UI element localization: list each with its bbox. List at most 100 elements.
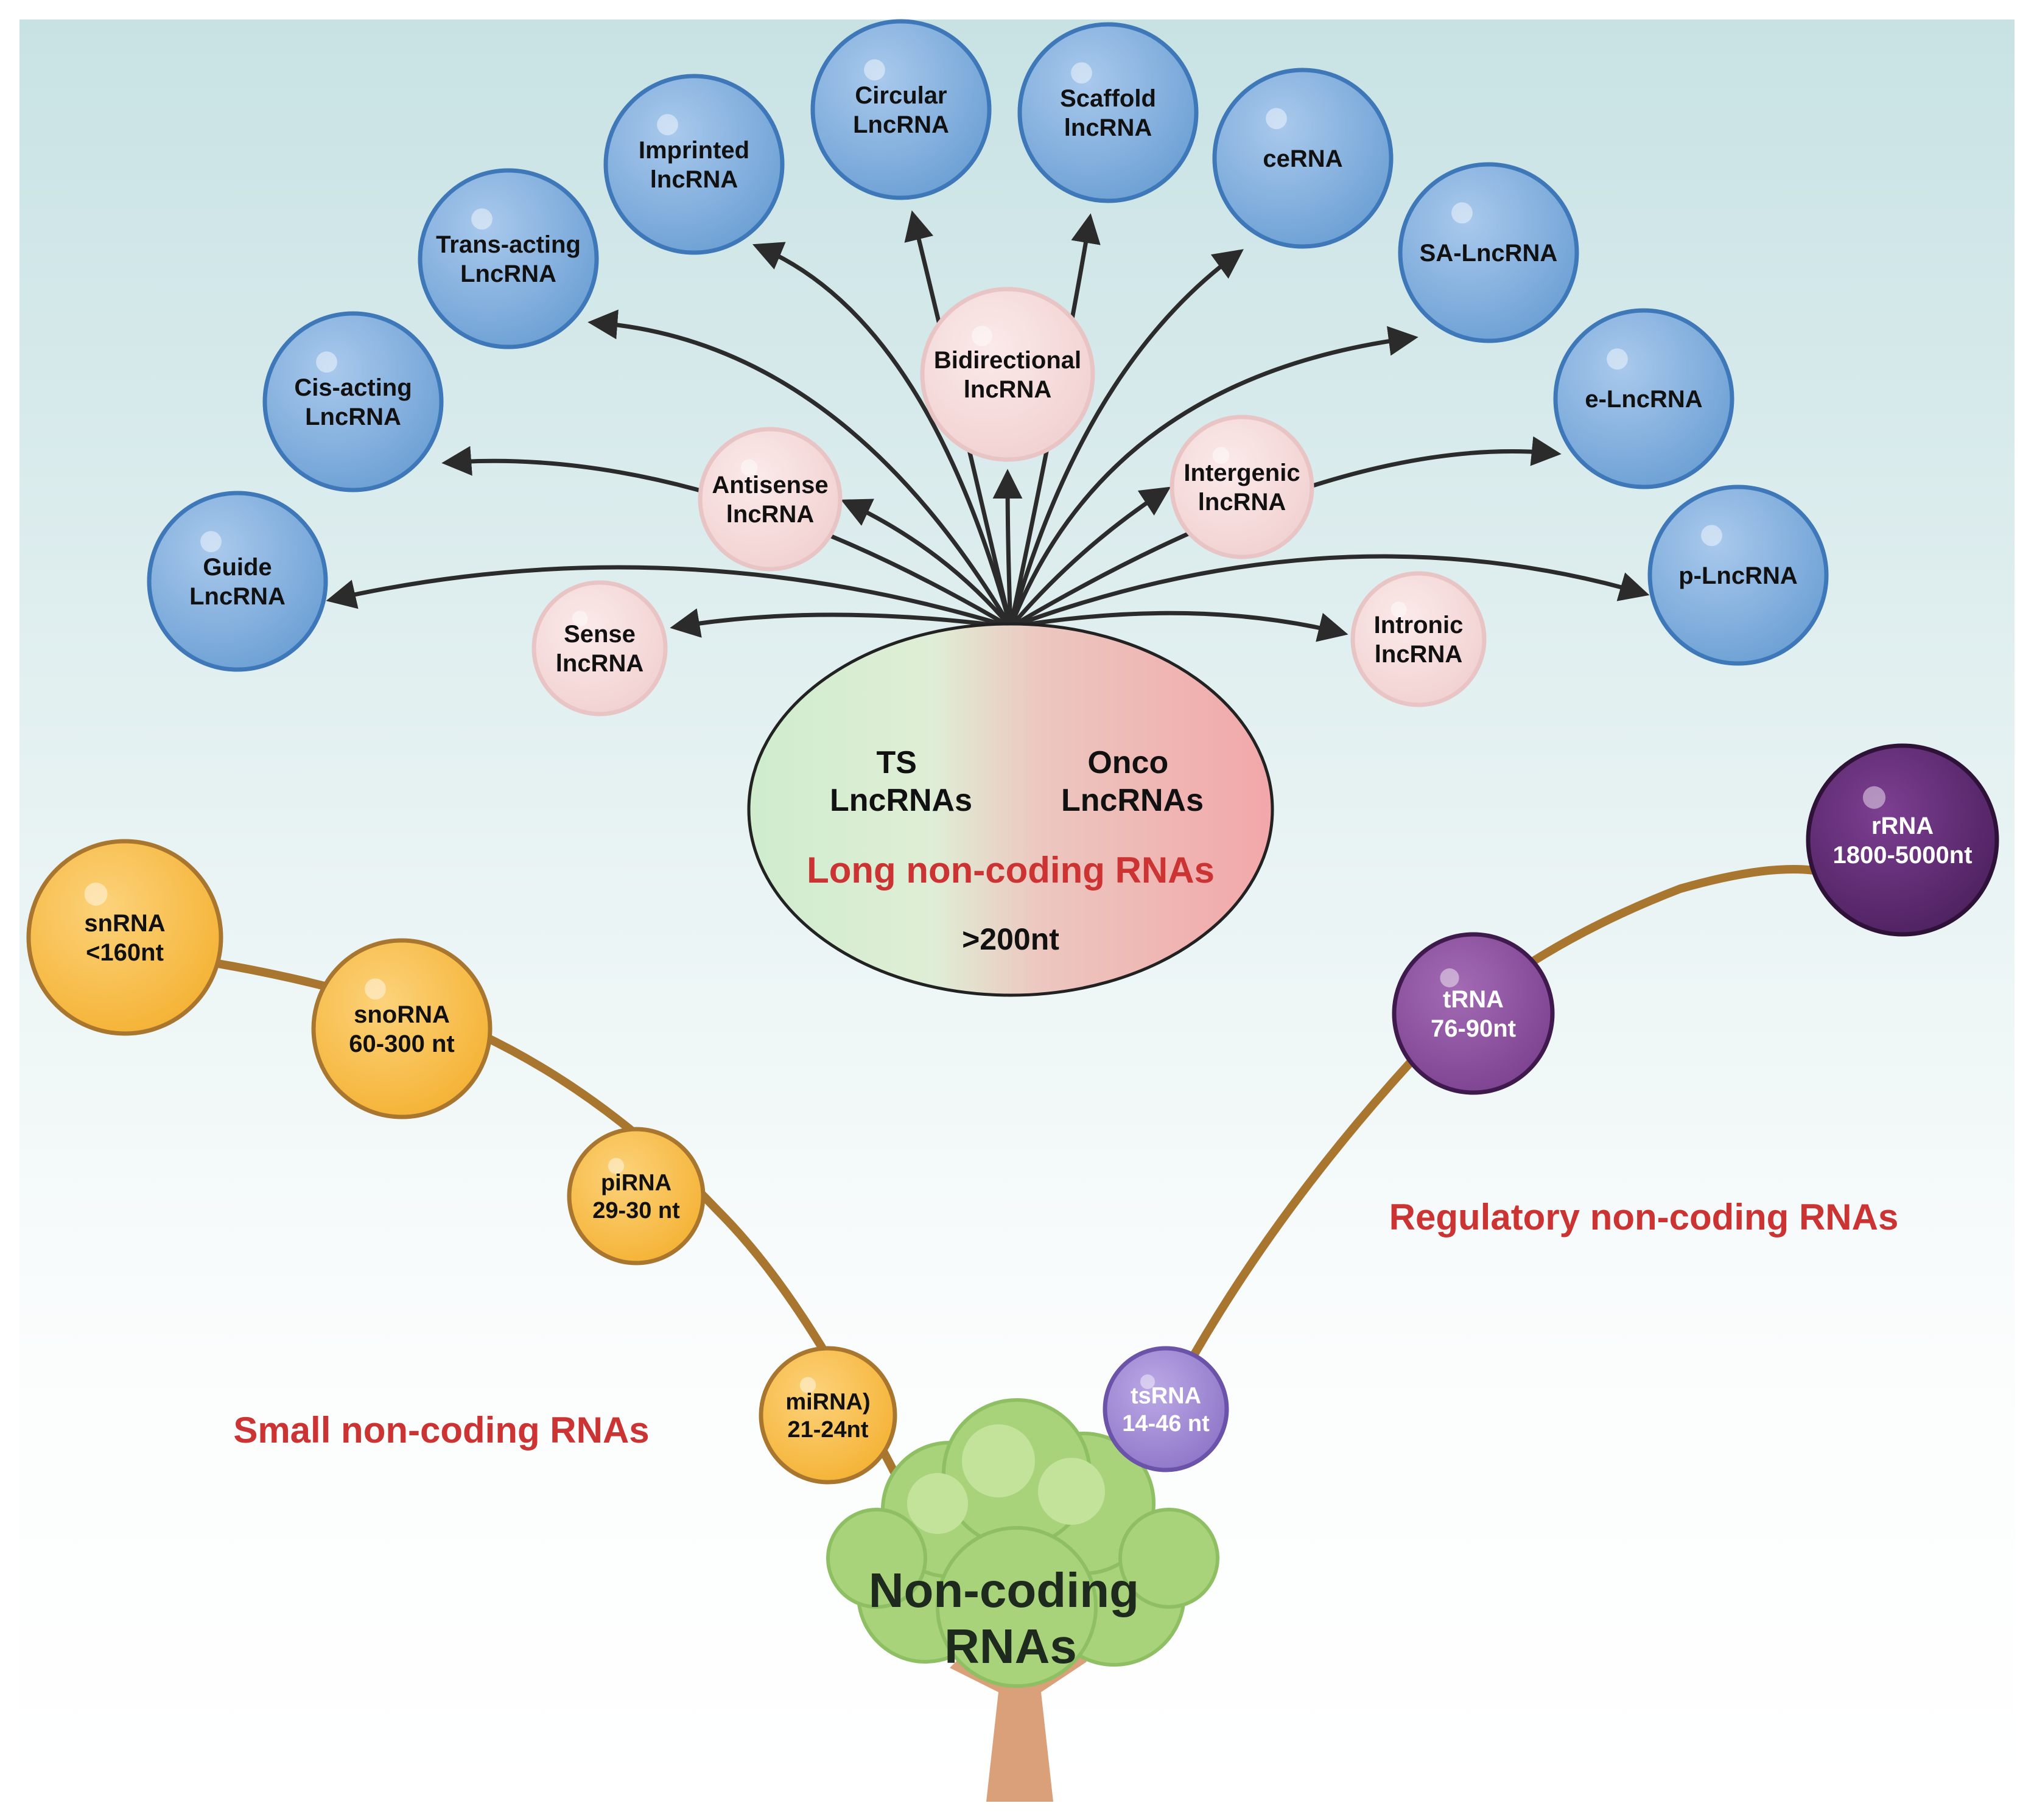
node-intergenic-label-line: Intergenic	[1184, 460, 1300, 486]
node-snrna-label: snRNA<160nt	[84, 910, 165, 966]
node-snrna-label-line: <160nt	[86, 939, 164, 966]
node-cerna-circle	[1212, 68, 1394, 249]
node-tsrna-gloss	[1140, 1374, 1155, 1389]
node-tsrna-circle	[1103, 1346, 1229, 1472]
node-sa-lncrna-circle	[1398, 162, 1579, 343]
node-p-lncrna-circle	[1647, 485, 1829, 666]
node-antisense-label-line: lncRNA	[726, 501, 814, 528]
node-guide-label-line: LncRNA	[189, 583, 286, 610]
node-trans-acting-label-line: LncRNA	[460, 261, 556, 287]
node-e-lncrna-label-line: e-LncRNA	[1585, 386, 1702, 413]
node-tsrna-label-line: tsRNA	[1131, 1384, 1201, 1409]
root-label: Non-coding RNAs	[869, 1563, 1153, 1673]
node-e-lncrna-gloss	[1607, 348, 1628, 370]
group-label-small: Small non-coding RNAs	[233, 1410, 649, 1451]
node-pirna-circle	[567, 1127, 706, 1265]
node-intergenic-label: Intergenic lncRNA	[1184, 460, 1300, 516]
node-antisense-circle	[698, 427, 843, 572]
node-p-lncrna-gloss	[1701, 525, 1722, 547]
node-trans-acting-label-line: Trans-acting	[436, 231, 581, 258]
node-guide-gloss	[200, 531, 222, 553]
node-snorna-gloss	[365, 978, 386, 1000]
node-mirna-label-line: 21-24nt	[787, 1417, 868, 1443]
node-circular-gloss	[864, 59, 885, 81]
node-p-lncrna: p-LncRNA	[1647, 485, 1829, 666]
node-sense-gloss	[572, 611, 588, 627]
node-snorna-label-line: 60-300 nt	[349, 1031, 454, 1057]
node-sa-lncrna-label: SA-LncRNA	[1420, 240, 1558, 267]
node-e-lncrna-circle	[1553, 308, 1734, 489]
node-p-lncrna-label: p-LncRNA	[1678, 562, 1798, 589]
lnc-hub-ts: TS LncRNAs	[830, 745, 972, 818]
node-circular-label-line: LncRNA	[853, 111, 949, 138]
node-snorna-label-line: snoRNA	[354, 1001, 450, 1028]
arrow-to-cerna	[1008, 249, 1244, 628]
node-imprinted-label-line: lncRNA	[650, 166, 738, 193]
node-guide-label-line: Guide	[203, 554, 272, 581]
node-circular-label-line: Circular	[855, 82, 947, 109]
node-pirna-label-line: 29-30 nt	[592, 1198, 680, 1223]
node-e-lncrna: e-LncRNA	[1553, 308, 1734, 489]
node-trans-acting-circle	[418, 168, 599, 349]
node-mirna-circle	[759, 1346, 897, 1485]
node-mirna: miRNA)21-24nt	[759, 1346, 897, 1485]
arrow-to-bidirectional	[992, 469, 1023, 628]
node-cis-acting-label-line: LncRNA	[305, 404, 401, 430]
lnc-hub-length: >200nt	[962, 922, 1059, 956]
node-pirna-gloss	[608, 1158, 625, 1174]
arrow-to-sa-lncrna	[1008, 326, 1419, 628]
node-snrna: snRNA<160nt	[26, 839, 223, 1036]
node-rrna-circle	[1806, 743, 1999, 937]
arrow-to-imprinted	[752, 242, 1013, 628]
node-trna-label-line: 76-90nt	[1431, 1015, 1516, 1042]
node-rrna-label-line: 1800-5000nt	[1832, 842, 1972, 869]
node-scaffold-label-line: Scaffold	[1060, 85, 1156, 112]
node-sense-circle	[531, 580, 668, 716]
node-trna-gloss	[1440, 968, 1459, 988]
arrow-to-guide	[326, 565, 1012, 629]
node-sa-lncrna: SA-LncRNA	[1398, 162, 1579, 343]
arrow-to-antisense	[841, 499, 1012, 629]
node-mirna-gloss	[799, 1377, 816, 1393]
node-guide-circle	[147, 491, 328, 672]
node-cerna-label-line: ceRNA	[1263, 145, 1342, 172]
node-intergenic-gloss	[1212, 447, 1230, 464]
node-scaffold-gloss	[1071, 62, 1092, 84]
tree-illustration	[826, 1398, 1219, 1802]
node-sa-lncrna-gloss	[1451, 202, 1473, 224]
node-intronic-label-line: Intronic	[1374, 612, 1464, 639]
node-cerna: ceRNA	[1212, 68, 1394, 249]
node-snrna-label-line: snRNA	[84, 910, 165, 937]
node-e-lncrna-label: e-LncRNA	[1585, 386, 1702, 413]
node-bidirectional-label-line: Bidirectional	[934, 347, 1081, 374]
node-bidirectional-circle	[920, 287, 1095, 462]
arrow-to-intronic	[1010, 611, 1348, 642]
arrow-to-p-lncrna	[1009, 554, 1650, 629]
node-sense-label-line: lncRNA	[556, 650, 644, 677]
node-trna-label-line: tRNA	[1443, 986, 1504, 1013]
node-circular-circle	[810, 19, 992, 200]
node-pirna-label-line: piRNA	[601, 1171, 672, 1196]
node-imprinted-circle	[603, 74, 785, 255]
node-intergenic-label-line: lncRNA	[1198, 489, 1286, 516]
